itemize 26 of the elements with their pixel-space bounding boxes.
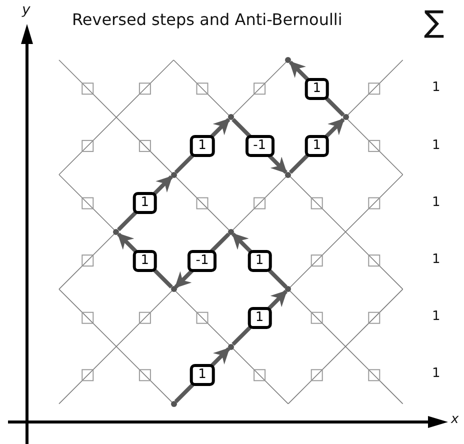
path-vertex xyxy=(170,172,177,178)
edge-label: 1 xyxy=(304,78,329,100)
axis-label: y xyxy=(22,2,30,18)
path-vertex xyxy=(113,228,120,235)
sum-symbol: ∑ xyxy=(424,8,444,38)
row-sum: 1 xyxy=(432,195,440,210)
edge-label: 1 xyxy=(247,306,272,329)
edge-label: 1 xyxy=(190,364,214,386)
edge-label: -1 xyxy=(245,134,274,157)
edge-label: 1 xyxy=(190,134,214,157)
edge-label: -1 xyxy=(188,250,217,272)
edge-label: 1 xyxy=(304,134,329,157)
title: Reversed steps and Anti-Bernoulli xyxy=(72,10,342,29)
edge-label: 1 xyxy=(132,250,158,272)
edge-label: 1 xyxy=(132,192,158,214)
edge-label: 1 xyxy=(247,250,272,272)
row-sum: 1 xyxy=(432,309,440,324)
path-vertex xyxy=(285,57,292,63)
row-sum: 1 xyxy=(432,138,440,153)
row-sum: 1 xyxy=(432,80,440,95)
path-vertex xyxy=(228,114,234,120)
path-vertex xyxy=(170,400,177,407)
axis-label: x xyxy=(451,412,459,427)
row-sum: 1 xyxy=(432,366,440,381)
path-vertex xyxy=(228,228,234,235)
row-sum: 1 xyxy=(432,252,440,267)
